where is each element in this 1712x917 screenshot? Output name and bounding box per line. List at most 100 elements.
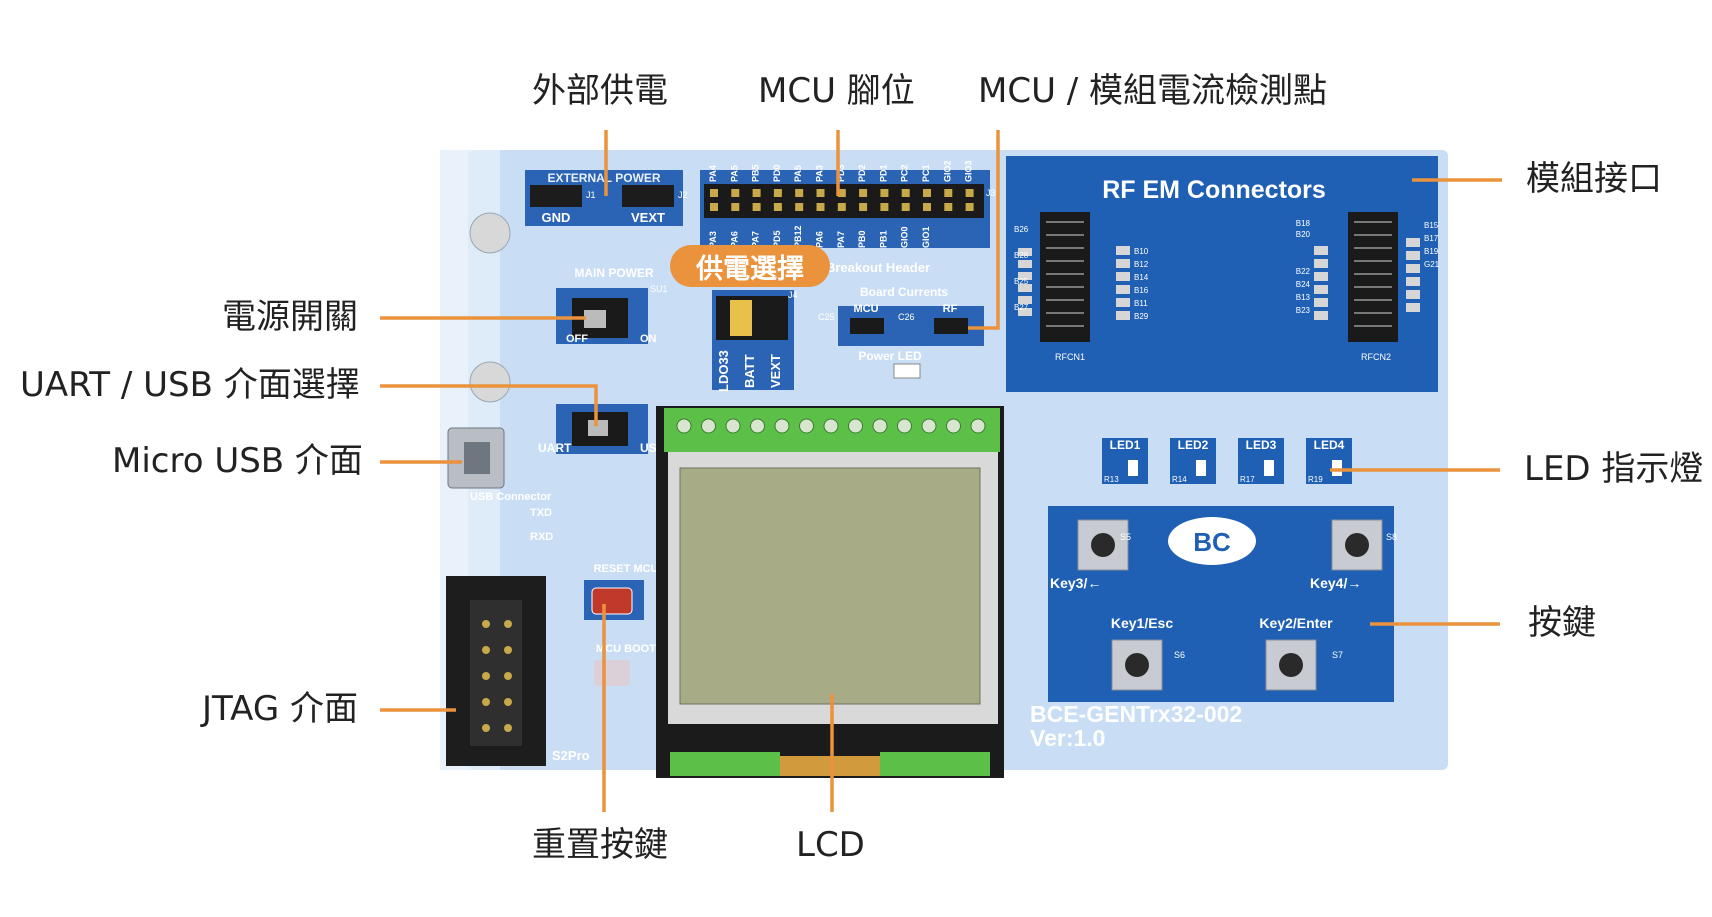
led-block <box>1170 438 1216 484</box>
pin-dot <box>752 189 761 197</box>
lcd-flex-cable <box>780 756 880 776</box>
bottom-pin-label: PA3 <box>708 231 718 248</box>
js2pro-label: S2Pro <box>552 748 590 763</box>
rf-current-label: RF <box>943 303 958 315</box>
rfcn2-header <box>1348 212 1398 342</box>
rf-pad <box>1116 272 1130 281</box>
rf-b-label: B27 <box>1014 303 1029 312</box>
led-label: LED4 <box>1314 438 1345 452</box>
mcu-current-jumper <box>850 318 884 334</box>
jtag-pin <box>504 698 512 706</box>
top-pin-label: PD2 <box>857 164 867 182</box>
jtag-pin <box>504 672 512 680</box>
led-light <box>1128 460 1138 476</box>
bottom-pin-label: PA7 <box>751 231 761 248</box>
rf-b-label: B11 <box>1134 299 1148 308</box>
power-select-badge: 供電選擇 <box>670 245 830 287</box>
c25-label: C25 <box>818 312 835 322</box>
rf-b-label: B29 <box>1134 312 1149 321</box>
model-label: BCE-GENTrx32-002 <box>1030 701 1242 727</box>
jtag-pin <box>482 646 490 654</box>
callout-mcu-pins: MCU 腳位 <box>758 71 915 111</box>
su1-label: SU1 <box>650 284 668 294</box>
pin-dot <box>795 189 804 197</box>
lcd-pin <box>848 418 863 434</box>
rf-b-label: B22 <box>1296 267 1311 276</box>
rf-b-label: B12 <box>1134 260 1149 269</box>
bottom-pin-label: PA6 <box>815 231 825 248</box>
j2-label: J2 <box>678 190 688 200</box>
rf-b-labels: B26B28B25B27B10B12B14B16B11B29B18B20B22B… <box>1014 219 1440 321</box>
rfcn1-header <box>1040 212 1090 342</box>
top-pin-label: PA4 <box>708 165 718 182</box>
power-led-label: Power LED <box>858 349 922 363</box>
top-pin-label: PA3 <box>815 165 825 182</box>
led-block <box>1102 438 1148 484</box>
uart-usb-switch-knob <box>588 420 608 436</box>
rf-pad <box>1314 246 1328 255</box>
bottom-pin-label: PA7 <box>836 231 846 248</box>
jtag-pin <box>504 620 512 628</box>
bottom-pin-label: GIO0 <box>900 226 910 248</box>
rf-pad <box>1018 272 1032 280</box>
micro-usb-port <box>464 442 490 474</box>
lcd-pin <box>750 418 765 434</box>
key-cap <box>1125 653 1149 677</box>
top-pin-label: PD0 <box>772 164 782 182</box>
rf-b-label: B23 <box>1296 306 1311 315</box>
callout-led-indicator: LED 指示燈 <box>1524 449 1704 489</box>
jtag-inner <box>470 600 522 746</box>
led-light <box>1332 460 1342 476</box>
rf-pad <box>1116 246 1130 255</box>
rf-pad <box>1314 285 1328 294</box>
pin-dot <box>880 189 889 197</box>
pin-dot <box>710 189 718 197</box>
pin-dot <box>837 203 846 211</box>
top-pin-label: PB5 <box>751 164 761 182</box>
rf-pad <box>1116 311 1130 320</box>
rf-b-label: G21 <box>1424 260 1440 269</box>
rf-b-label: B26 <box>1014 225 1029 234</box>
pin-dot <box>923 203 931 211</box>
external-power-title: EXTERNAL POWER <box>547 171 660 185</box>
j2-jumper <box>622 185 674 207</box>
off-label: OFF <box>566 333 588 345</box>
rxd-label: RXD <box>530 531 553 543</box>
jtag-pin <box>504 646 512 654</box>
bottom-pin-label: PA6 <box>729 231 739 248</box>
pin-dot <box>816 189 825 197</box>
top-pin-label: GIO2 <box>942 160 952 182</box>
rf-b-label: B15 <box>1424 221 1439 230</box>
capacitor-2 <box>469 361 511 403</box>
lcd-pin <box>946 418 961 434</box>
gnd-label: GND <box>542 210 571 225</box>
rf-b-label: B18 <box>1296 219 1311 228</box>
pin-dots <box>710 189 974 211</box>
version-label: Ver:1.0 <box>1030 725 1105 751</box>
rf-pad <box>1314 311 1328 320</box>
top-pin-label: GIO3 <box>964 160 974 182</box>
bottom-pin-label: PB0 <box>857 230 867 248</box>
uart-label: UART <box>538 441 572 455</box>
callout-keys: 按鍵 <box>1528 603 1596 643</box>
j4-label: J4 <box>788 290 798 300</box>
led-resistor-label: R13 <box>1104 475 1119 484</box>
pin-dot <box>901 189 910 197</box>
line-uart-usb <box>380 384 598 426</box>
pin-dot <box>795 203 804 211</box>
led-label: LED2 <box>1178 438 1209 452</box>
rf-pad <box>1314 272 1328 281</box>
lcd-pin <box>725 418 741 434</box>
top-pin-label: PC2 <box>900 164 910 182</box>
jtag-pin <box>482 620 490 628</box>
rf-b-label: B17 <box>1424 234 1439 243</box>
pin-dot <box>859 203 868 211</box>
capacitor-1 <box>469 212 511 254</box>
j3-label: J3 <box>986 188 996 198</box>
callout-uart-usb-select: UART / USB 介面選擇 <box>20 365 360 405</box>
led-light <box>1264 460 1274 476</box>
lcd-pin <box>921 418 937 434</box>
